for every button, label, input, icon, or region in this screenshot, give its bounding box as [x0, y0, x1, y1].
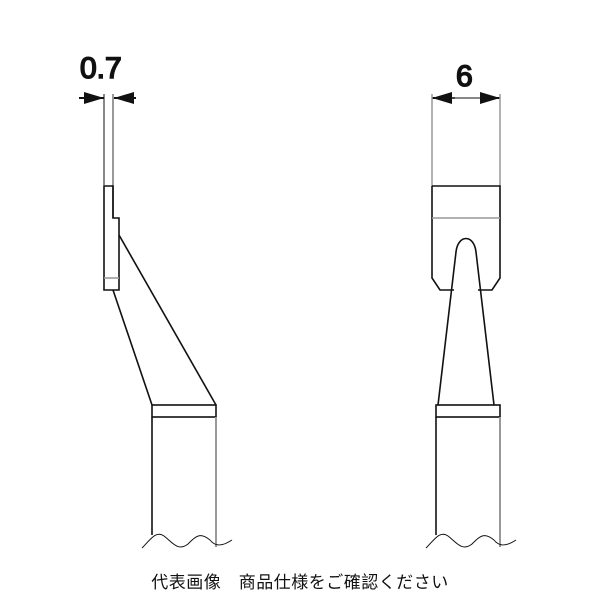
shaft-collar: [151, 404, 217, 418]
width-dimension-label: 6: [456, 60, 473, 93]
representative-image-caption: 代表画像 商品仕様をご確認ください: [151, 573, 449, 593]
break-line: [425, 533, 517, 549]
tip-head: [431, 185, 501, 291]
break-line: [141, 533, 233, 549]
thickness-dimension-label: 0.7: [80, 52, 122, 85]
front-view: 6: [425, 59, 517, 549]
taper-edge-right: [118, 234, 217, 406]
side-view: 0.7: [79, 51, 233, 549]
tapered-body: [437, 237, 495, 406]
tip-blade: [103, 185, 120, 291]
taper-edge-left: [112, 289, 153, 406]
shaft-collar: [435, 404, 501, 418]
